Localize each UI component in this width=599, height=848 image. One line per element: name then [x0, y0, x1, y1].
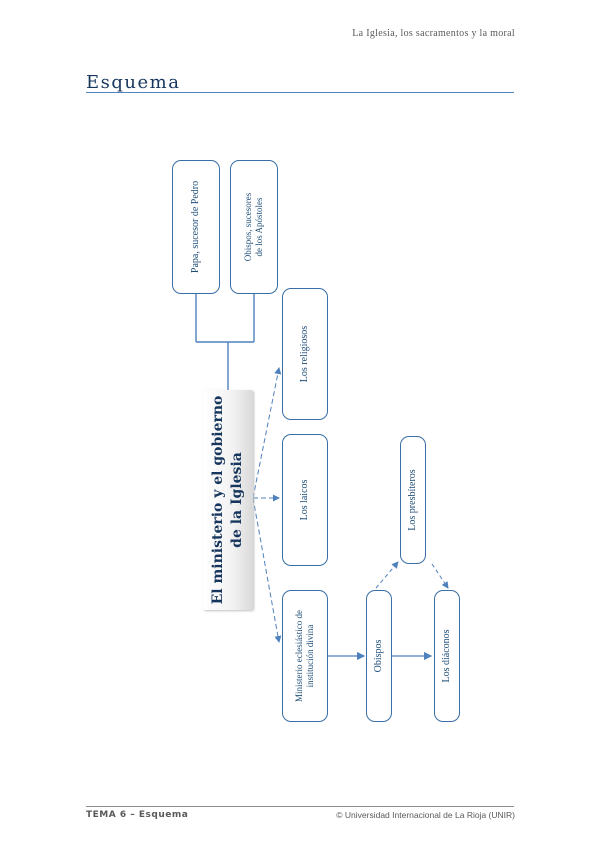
central-label-line2: de la Iglesia [229, 452, 245, 548]
title-rule [86, 92, 514, 93]
node-obispos: Obispos [366, 590, 392, 722]
node-ministerio: Ministerio eclesiástico de institución d… [282, 590, 328, 722]
node-papa: Papa, sucesor de Pedro [172, 160, 220, 294]
footer-left: TEMA 6 – Esquema [86, 810, 189, 820]
node-laicos: Los laicos [282, 434, 328, 566]
central-node: El ministerio y el gobierno de la Iglesi… [203, 390, 253, 610]
running-header: La Iglesia, los sacramentos y la moral [352, 28, 515, 39]
footer-right: © Universidad Internacional de La Rioja … [336, 810, 515, 820]
section-title: Esquema [86, 72, 181, 93]
node-diaconos: Los diáconos [434, 590, 460, 722]
footer-rule [86, 806, 514, 807]
node-presbiteros: Los presbíteros [400, 436, 426, 564]
node-religiosos: Los religiosos [282, 288, 328, 420]
node-obispos-sucesores: Obispos, sucesores de los Apóstoles [230, 160, 278, 294]
central-label-line1: El ministerio y el gobierno [210, 395, 227, 605]
